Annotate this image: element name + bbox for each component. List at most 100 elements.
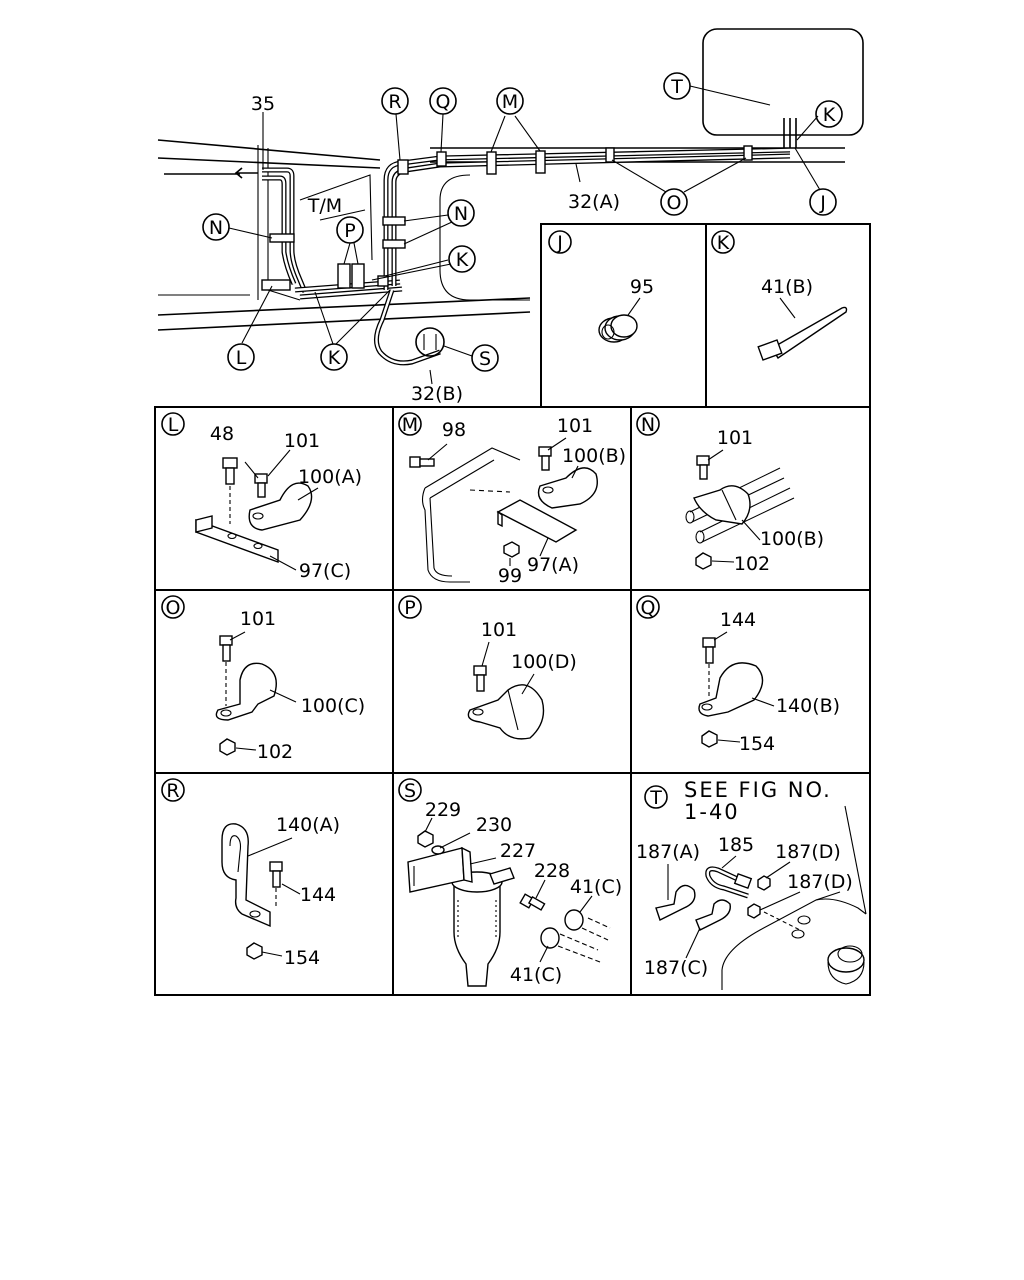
panel-t-part-187a: 187(A)	[636, 841, 700, 863]
bracket-icon	[496, 499, 578, 543]
bolt-icon	[269, 861, 283, 906]
bolt-icon	[254, 473, 268, 498]
panel-o-part-100c: 100(C)	[301, 695, 365, 717]
panel-j: J 95	[548, 230, 654, 343]
panel-p-part-100d: 100(D)	[511, 651, 577, 673]
panel-m: M 98 101 100(B) 99 97(A)	[398, 412, 626, 587]
clamp-icon	[221, 823, 271, 928]
panel-j-letter: J	[556, 232, 563, 254]
panel-m-part-97a: 97(A)	[527, 554, 579, 576]
panel-m-part-99: 99	[498, 565, 522, 587]
transmission-label: T/M	[307, 195, 342, 217]
nut-icon	[246, 942, 263, 960]
panel-n-part-100b: 100(B)	[760, 528, 824, 550]
inset-detail-box	[702, 28, 864, 136]
callout-m: M	[502, 91, 518, 113]
panel-s-part-230: 230	[476, 814, 512, 836]
clip-icon	[655, 884, 731, 931]
panel-n: N 101 100(B) 102	[636, 412, 824, 575]
callout-k-bottom: K	[328, 347, 341, 369]
panel-l-part-48: 48	[210, 423, 234, 445]
callout-p: P	[344, 220, 355, 242]
panel-q-part-154: 154	[739, 733, 775, 755]
clamp-icon	[248, 482, 313, 531]
bolt-icon	[409, 456, 435, 468]
bolt-icon	[702, 637, 716, 698]
panel-s-part-227: 227	[500, 840, 536, 862]
panel-n-letter: N	[641, 414, 655, 436]
bracket-icon	[195, 515, 279, 564]
panel-o-part-101: 101	[240, 608, 276, 630]
callout-k-right: K	[456, 249, 469, 271]
panel-p-part-101: 101	[481, 619, 517, 641]
grommet-icon	[598, 314, 638, 343]
frame-section-icon	[421, 447, 521, 583]
panel-s-part-41c-lower: 41(C)	[510, 964, 562, 986]
callout-r: R	[388, 91, 401, 113]
panel-q-part-144: 144	[720, 609, 756, 631]
bolt-icon	[519, 893, 546, 911]
panel-m-part-98: 98	[442, 419, 466, 441]
panel-q-letter: Q	[641, 597, 656, 619]
panel-q-part-140b: 140(B)	[776, 695, 840, 717]
nut-icon	[417, 830, 434, 848]
nut-icon	[701, 730, 718, 748]
callout-35: 35	[251, 93, 275, 115]
bolt-icon	[473, 665, 487, 692]
panel-k: K 41(B)	[711, 230, 848, 361]
panel-grid	[154, 223, 871, 996]
panel-l-letter: L	[168, 414, 179, 436]
callout-q: Q	[436, 91, 451, 113]
panel-p: P 101 100(D)	[398, 595, 577, 740]
panel-t: T SEE FIG NO. 1-40 187(A) 185 187(D) 187…	[636, 778, 867, 990]
callouts: 35 R Q M T K N N P K L K S O	[202, 72, 843, 405]
clamp-icon	[693, 485, 751, 525]
clamp-icon	[698, 662, 764, 717]
panel-l-part-100a: 100(A)	[298, 466, 362, 488]
panel-p-letter: P	[404, 597, 415, 619]
panel-s-part-41c-upper: 41(C)	[570, 876, 622, 898]
fuel-pipe-32b	[374, 289, 445, 366]
pipe-clips	[261, 145, 753, 291]
panel-t-fig-number: 1-40	[684, 800, 740, 824]
callout-s: S	[479, 348, 491, 370]
panel-s-part-228: 228	[534, 860, 570, 882]
callout-n-right: N	[454, 203, 468, 225]
panel-t-part-187d-lower: 187(D)	[787, 871, 853, 893]
main-assembly-view: 35 R Q M T K N N P K L K S O	[157, 28, 864, 405]
panel-r-part-154: 154	[284, 947, 320, 969]
panel-o-letter: O	[166, 597, 181, 619]
u-pipe-icon	[705, 866, 753, 899]
leader-lines	[228, 85, 821, 385]
panel-l: L 48 101 100(A) 97(C)	[161, 412, 362, 582]
panel-r-letter: R	[166, 780, 179, 802]
panel-n-part-101: 101	[717, 427, 753, 449]
panel-r-part-144: 144	[300, 884, 336, 906]
callout-l: L	[236, 347, 247, 369]
nut-icon	[757, 875, 771, 891]
panel-o-part-102: 102	[257, 741, 293, 763]
fuel-filter-icon	[451, 867, 515, 987]
fuel-tank-icon	[721, 891, 867, 990]
nut-icon	[503, 541, 520, 558]
label-32a: 32(A)	[568, 191, 620, 213]
callout-j: J	[819, 192, 826, 214]
panel-m-part-100b: 100(B)	[562, 445, 626, 467]
bolt-icon	[538, 446, 552, 471]
nut-icon	[219, 738, 236, 756]
bolt-icon	[219, 635, 233, 706]
callout-k-inset: K	[823, 104, 836, 126]
bolt-icon	[222, 457, 238, 524]
panel-t-part-187c: 187(C)	[644, 957, 708, 979]
panel-s-letter: S	[404, 780, 416, 802]
panel-j-part-95: 95	[630, 276, 654, 298]
callout-t: T	[670, 76, 683, 98]
panel-t-see-fig: SEE FIG NO.	[684, 778, 832, 802]
bracket-icon	[407, 846, 473, 893]
panel-s-part-229: 229	[425, 799, 461, 821]
panel-k-part-41b: 41(B)	[761, 276, 813, 298]
panel-m-letter: M	[402, 414, 418, 436]
clamp-icon	[467, 684, 545, 740]
panel-t-part-185: 185	[718, 834, 754, 856]
